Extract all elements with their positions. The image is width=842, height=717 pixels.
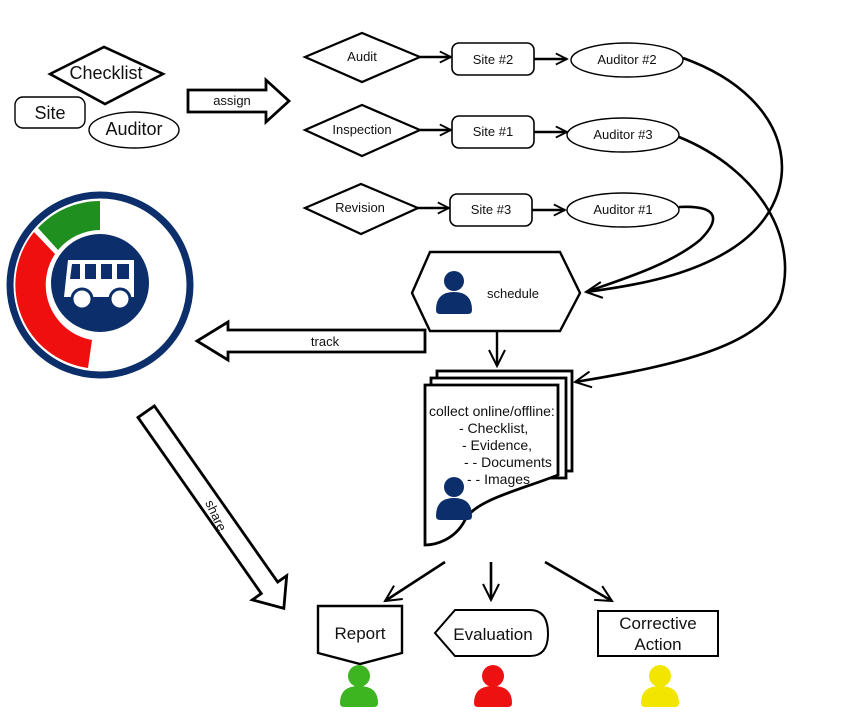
bus-gauge-logo bbox=[6, 191, 194, 379]
auditor1-label: Auditor #1 bbox=[593, 202, 653, 217]
auditor2-ellipse[interactable] bbox=[570, 42, 684, 78]
arrow-collect-report bbox=[385, 560, 446, 601]
corrective-action-box[interactable] bbox=[597, 610, 719, 657]
checklist-diamond[interactable] bbox=[47, 45, 166, 106]
corrective-action-label: Corrective Action bbox=[619, 614, 697, 654]
curve-auditor1-schedule bbox=[585, 205, 715, 294]
collect-person-icon bbox=[436, 477, 472, 520]
evaluation-label: Evaluation bbox=[453, 625, 533, 644]
gauge-green-segment bbox=[38, 200, 100, 250]
auditor1-ellipse[interactable] bbox=[566, 192, 680, 228]
report-shape[interactable] bbox=[316, 604, 404, 666]
auditor3-ellipse[interactable] bbox=[566, 117, 680, 153]
bus-icon bbox=[64, 260, 134, 311]
assign-arrow bbox=[186, 76, 292, 126]
assign-label: assign bbox=[213, 93, 251, 108]
share-arrow bbox=[136, 404, 289, 611]
corrective-action-person-icon bbox=[641, 665, 679, 707]
report-label: Report bbox=[334, 624, 386, 643]
collect-title: collect online/offline: bbox=[429, 403, 555, 419]
evaluation-person-icon bbox=[474, 665, 512, 707]
site3-label: Site #3 bbox=[470, 202, 512, 217]
site-label: Site bbox=[34, 103, 66, 123]
track-label: track bbox=[310, 334, 340, 349]
evaluation-shape[interactable] bbox=[433, 609, 550, 657]
track-arrow bbox=[194, 319, 427, 363]
gauge-red-segment bbox=[15, 232, 92, 368]
revision-label: Revision bbox=[335, 200, 385, 215]
schedule-label: schedule bbox=[486, 286, 540, 301]
auditor-label: Auditor bbox=[105, 119, 163, 139]
checklist-label: Checklist bbox=[69, 63, 143, 83]
auditor3-label: Auditor #3 bbox=[593, 127, 653, 142]
inspection-label: Inspection bbox=[332, 122, 392, 137]
arrow-collect-corrective bbox=[544, 560, 612, 601]
site2-label: Site #2 bbox=[472, 52, 514, 67]
site-box[interactable] bbox=[14, 96, 86, 129]
collect-item-documents: - - Documents bbox=[464, 454, 552, 470]
auditor-ellipse[interactable] bbox=[88, 111, 180, 149]
schedule-person-icon bbox=[436, 271, 472, 314]
collect-item-checklist: - Checklist, bbox=[459, 420, 529, 436]
audit-label: Audit bbox=[347, 49, 377, 64]
curve-auditor3-collect bbox=[575, 135, 787, 382]
report-person-icon bbox=[340, 665, 378, 707]
site1-label: Site #1 bbox=[472, 124, 514, 139]
collect-item-evidence: - Evidence, bbox=[462, 437, 533, 453]
collect-item-images: - - Images bbox=[467, 471, 531, 487]
auditor2-label: Auditor #2 bbox=[597, 52, 657, 67]
curve-auditor2-schedule bbox=[586, 56, 784, 292]
